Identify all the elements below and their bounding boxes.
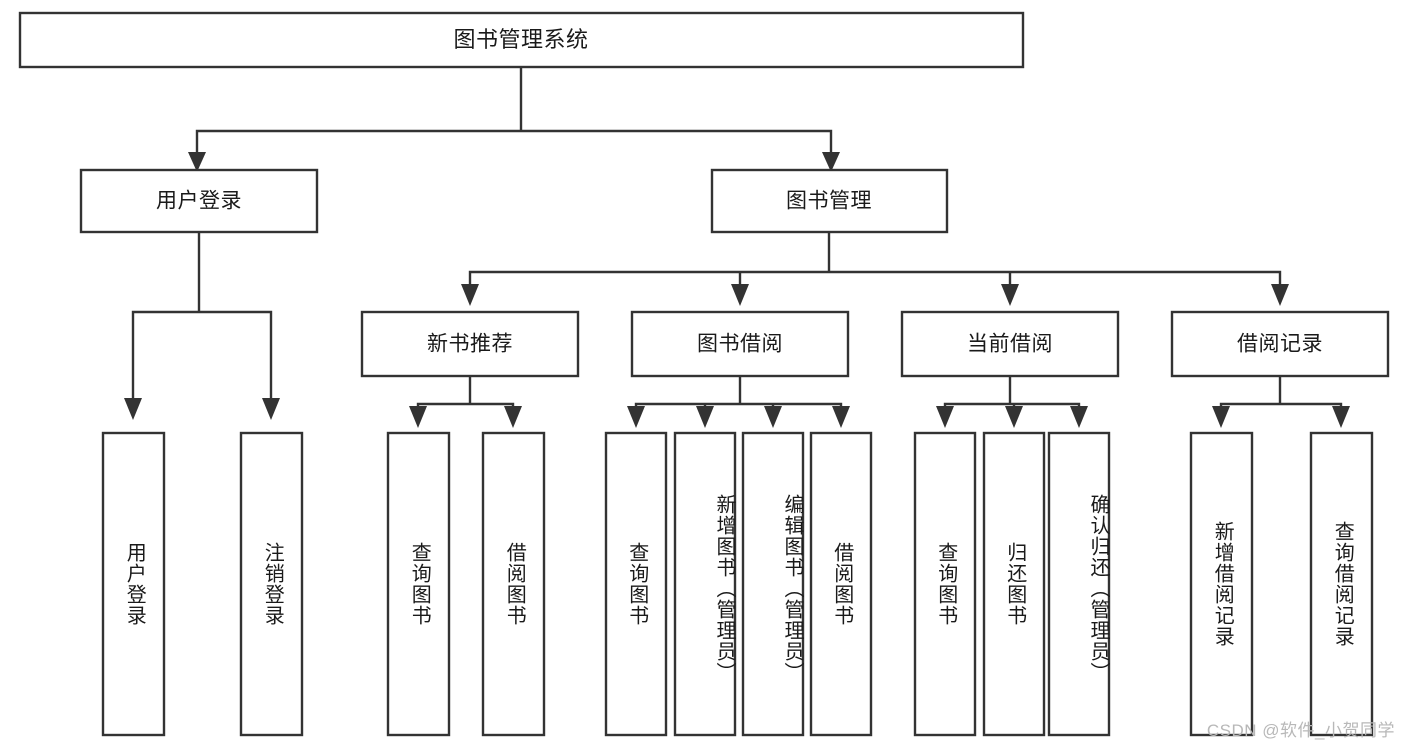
node-root-label: 图书管理系统: [453, 27, 588, 52]
leaf-box-book-borrow-2[interactable]: [673, 431, 737, 737]
leaf-box-book-borrow-1[interactable]: [604, 431, 668, 737]
node-book-borrow[interactable]: 图书借阅: [630, 310, 850, 378]
connector-borrowrecord-to-leaves: [1212, 374, 1350, 428]
connector-bookborrow-to-leaves: [627, 374, 850, 428]
leaf-box-book-borrow-4[interactable]: [809, 431, 873, 737]
connector-root-to-level2: [188, 65, 840, 172]
leaf-box-user-login-1[interactable]: [101, 431, 166, 737]
node-book-management-label: 图书管理: [786, 190, 872, 213]
node-borrow-record[interactable]: 借阅记录: [1170, 310, 1390, 378]
leaf-box-book-borrow-3[interactable]: [741, 431, 805, 737]
node-current-borrow[interactable]: 当前借阅: [900, 310, 1120, 378]
leaf-box-borrow-record-2[interactable]: [1309, 431, 1374, 737]
leaf-box-user-login-2[interactable]: [239, 431, 304, 737]
node-user-login-label: 用户登录: [156, 190, 242, 213]
leaf-box-borrow-record-1[interactable]: [1189, 431, 1254, 737]
node-book-management[interactable]: 图书管理: [710, 168, 949, 234]
connector-bookmgmt-to-level3: [461, 230, 1289, 306]
leaf-box-current-borrow-1[interactable]: [913, 431, 977, 737]
node-new-book-recommend[interactable]: 新书推荐: [360, 310, 580, 378]
connector-newbook-to-leaves: [409, 374, 522, 428]
node-book-borrow-label: 图书借阅: [697, 333, 783, 356]
leaf-box-current-borrow-3[interactable]: [1047, 431, 1111, 737]
node-root-system[interactable]: 图书管理系统: [18, 11, 1025, 69]
node-user-login[interactable]: 用户登录: [79, 168, 319, 234]
connector-userlogin-to-leaves: [124, 230, 280, 420]
node-new-book-recommend-label: 新书推荐: [427, 333, 513, 356]
watermark-text: CSDN @软件_小贺同学: [1206, 721, 1395, 740]
leaf-box-current-borrow-2[interactable]: [982, 431, 1046, 737]
connector-currentborrow-to-leaves: [936, 374, 1088, 428]
node-current-borrow-label: 当前借阅: [967, 333, 1053, 356]
leaf-box-new-book-2[interactable]: [481, 431, 546, 737]
leaf-box-new-book-1[interactable]: [386, 431, 451, 737]
node-borrow-record-label: 借阅记录: [1237, 333, 1323, 356]
